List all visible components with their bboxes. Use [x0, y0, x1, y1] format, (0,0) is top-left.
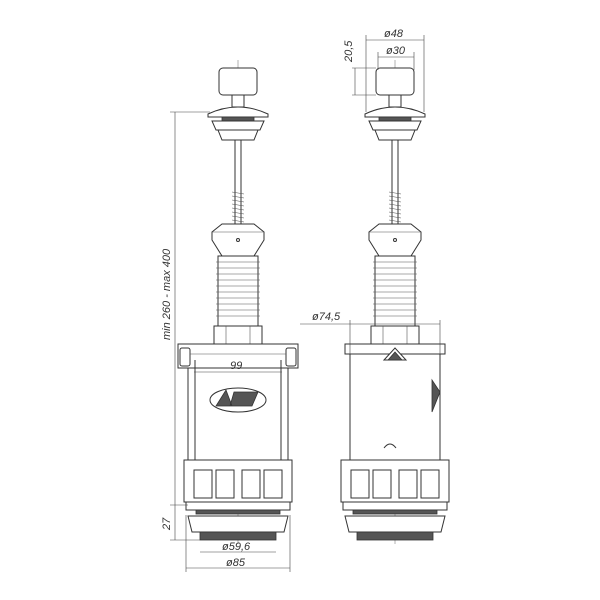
dim-flange-width: 99 [230, 360, 242, 372]
logo [209, 387, 267, 413]
dimensions: min 260 - max 400 27 99 ø59,6 ø85 ø48 ø3… [161, 28, 441, 572]
dim-button-height: 20,5 [343, 40, 355, 63]
dim-thread-diameter: ø59,6 [222, 541, 251, 553]
dim-base-diameter: ø85 [226, 557, 246, 569]
dim-button-diameter: ø30 [386, 45, 406, 57]
dim-body-diameter: ø74,5 [312, 311, 341, 323]
dim-bottom-height: 27 [161, 517, 173, 531]
dim-height-range: min 260 - max 400 [161, 248, 173, 340]
side-view [340, 60, 450, 545]
front-view [177, 60, 299, 545]
dim-button-outer-diameter: ø48 [384, 28, 404, 40]
